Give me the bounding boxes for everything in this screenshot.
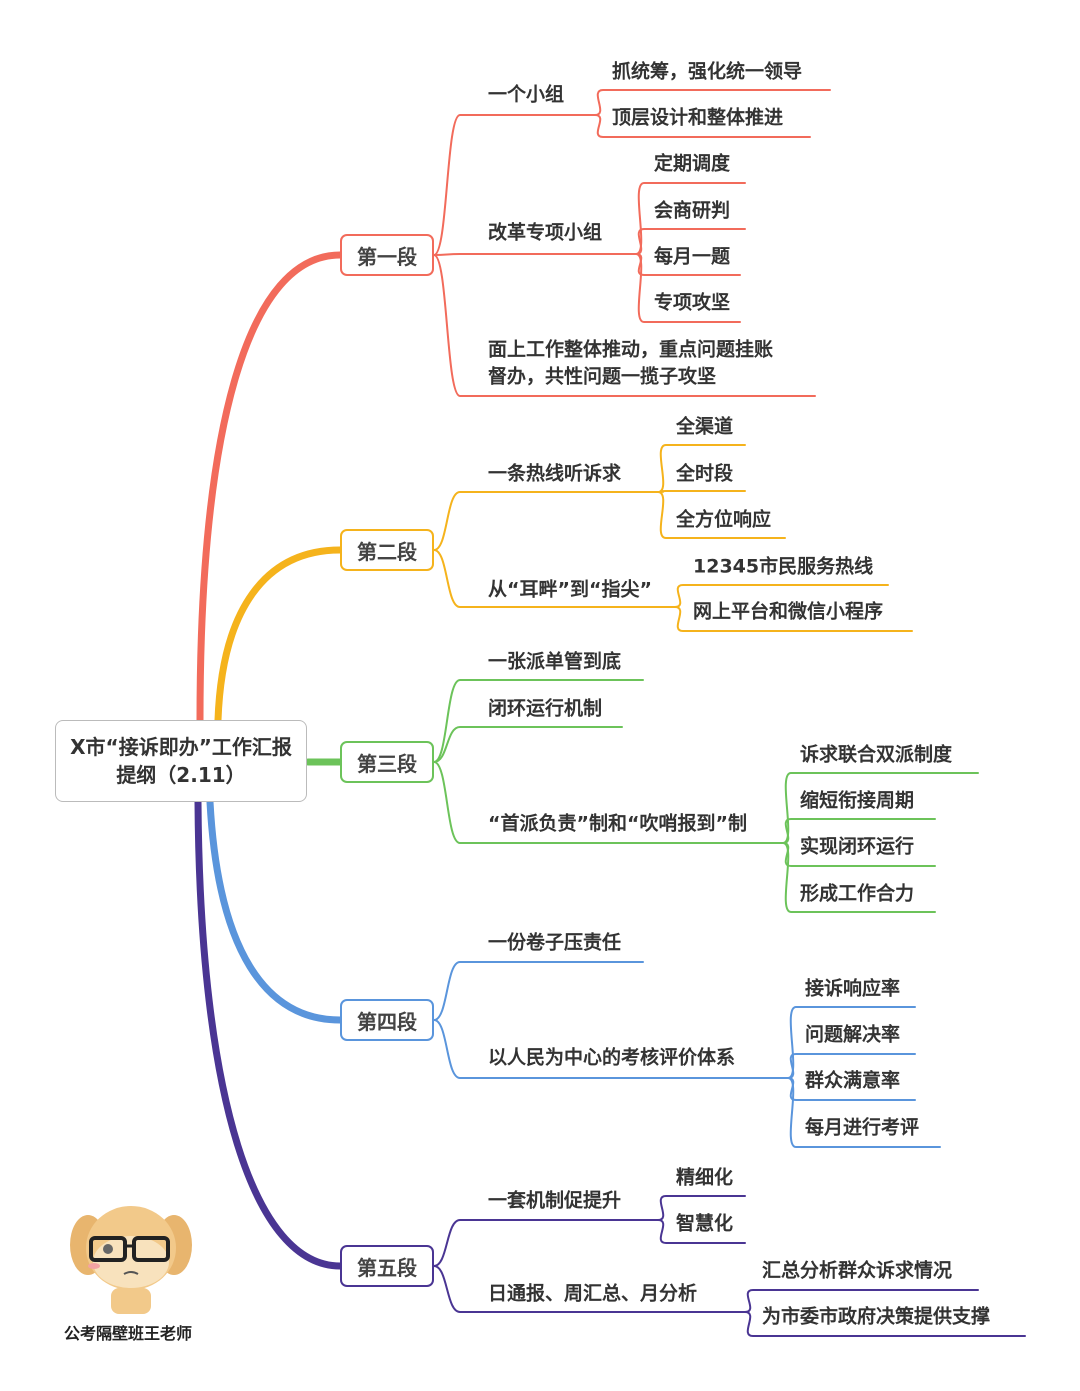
topic-node[interactable]: 一套机制促提升 <box>488 1189 622 1212</box>
subtopic-node[interactable]: 缩短衔接周期 <box>800 789 915 812</box>
topic-connector <box>433 1219 659 1267</box>
subtopic-node[interactable]: 定期调度 <box>654 152 731 175</box>
subtopic-node[interactable]: 诉求联合双派制度 <box>800 743 953 766</box>
topic-connector <box>433 491 659 551</box>
main-branch-4 <box>206 798 344 1024</box>
subtopic-node[interactable]: 全时段 <box>676 462 734 485</box>
subtopic-connector <box>674 584 889 608</box>
section-node-5[interactable]: 第五段 <box>340 1245 434 1287</box>
topic-connector <box>433 254 816 397</box>
watermark-caption: 公考隔壁班王老师 <box>64 1324 193 1343</box>
subtopic-connector <box>787 1006 916 1079</box>
subtopic-node[interactable]: 每月一题 <box>654 245 731 268</box>
subtopic-connector <box>782 772 979 844</box>
subtopic-connector <box>635 253 741 323</box>
topic-node[interactable]: 面上工作整体推动，重点问题挂账 <box>488 338 774 361</box>
section-label: 第四段 <box>357 1009 417 1034</box>
topic-node[interactable]: 改革专项小组 <box>488 221 603 244</box>
subtopic-node[interactable]: 顶层设计和整体推进 <box>612 106 784 129</box>
subtopic-connector <box>782 818 936 844</box>
topic-connector <box>433 961 644 1021</box>
main-branch-5 <box>194 798 344 1270</box>
topic-connector <box>433 1265 746 1313</box>
topic-connector <box>433 761 784 844</box>
subtopic-node[interactable]: 每月进行考评 <box>805 1116 920 1139</box>
subtopic-node[interactable]: 汇总分析群众诉求情况 <box>762 1259 953 1282</box>
subtopic-node[interactable]: 形成工作合力 <box>800 882 915 905</box>
topic-node[interactable]: 一个小组 <box>488 83 565 106</box>
subtopic-node[interactable]: 专项攻坚 <box>654 291 731 314</box>
subtopic-node[interactable]: 全渠道 <box>676 415 734 438</box>
topic-connector <box>433 1019 789 1079</box>
subtopic-connector <box>657 1195 746 1221</box>
section-label: 第五段 <box>357 1255 417 1280</box>
subtopic-connector <box>635 228 746 255</box>
subtopic-node[interactable]: 12345市民服务热线 <box>693 555 874 578</box>
subtopic-node[interactable]: 实现闭环运行 <box>800 835 915 858</box>
section-node-1[interactable]: 第一段 <box>340 234 434 276</box>
subtopic-connector <box>594 89 831 116</box>
section-node-2[interactable]: 第二段 <box>340 529 434 571</box>
subtopic-connector <box>635 182 746 255</box>
topic-node[interactable]: 一条热线听诉求 <box>488 462 622 485</box>
subtopic-connector <box>787 1053 916 1079</box>
subtopic-node[interactable]: 全方位响应 <box>676 508 772 531</box>
topic-node[interactable]: 闭环运行机制 <box>488 697 603 720</box>
subtopic-connector <box>657 1219 746 1244</box>
topic-node-line2[interactable]: 督办，共性问题一揽子攻坚 <box>488 365 717 388</box>
subtopic-connector <box>674 606 913 632</box>
topic-node[interactable]: 一张派单管到底 <box>488 650 622 673</box>
topic-connector <box>433 114 596 256</box>
subtopic-connector <box>744 1311 1026 1337</box>
topic-node[interactable]: 一份卷子压责任 <box>488 931 622 954</box>
section-label: 第二段 <box>357 539 417 564</box>
main-branch-1 <box>196 251 344 724</box>
topic-node[interactable]: 以人民为中心的考核评价体系 <box>488 1046 736 1069</box>
subtopic-node[interactable]: 为市委市政府决策提供支撑 <box>762 1305 991 1328</box>
subtopic-node[interactable]: 群众满意率 <box>805 1069 901 1092</box>
subtopic-connector <box>782 842 936 913</box>
topic-node[interactable]: “首派负责”制和“吹哨报到”制 <box>488 812 747 835</box>
subtopic-connector <box>594 114 811 138</box>
main-branch-2 <box>214 546 344 724</box>
subtopic-node[interactable]: 问题解决率 <box>805 1023 901 1046</box>
subtopic-node[interactable]: 会商研判 <box>654 199 731 222</box>
root-node[interactable]: X市“接诉即办”工作汇报提纲（2.11） <box>55 720 307 802</box>
subtopic-connector <box>657 491 786 539</box>
subtopic-node[interactable]: 精细化 <box>676 1166 734 1189</box>
section-label: 第一段 <box>357 244 417 269</box>
section-label: 第三段 <box>357 751 417 776</box>
topic-node[interactable]: 日通报、周汇总、月分析 <box>488 1282 698 1305</box>
section-node-4[interactable]: 第四段 <box>340 999 434 1041</box>
section-node-3[interactable]: 第三段 <box>340 741 434 783</box>
subtopic-connector <box>787 1077 941 1148</box>
subtopic-node[interactable]: 智慧化 <box>676 1212 734 1235</box>
subtopic-node[interactable]: 网上平台和微信小程序 <box>693 600 884 623</box>
topic-connector <box>433 253 637 256</box>
topic-node[interactable]: 从“耳畔”到“指尖” <box>488 578 652 601</box>
mascot-dog-image <box>70 1206 192 1314</box>
topic-connector <box>433 549 676 608</box>
subtopic-node[interactable]: 接诉响应率 <box>805 977 901 1000</box>
subtopic-connector <box>657 490 746 493</box>
topic-connector <box>433 726 623 763</box>
root-title: X市“接诉即办”工作汇报提纲（2.11） <box>70 735 292 787</box>
topic-connector <box>433 679 644 763</box>
subtopic-connector <box>744 1289 979 1313</box>
subtopic-node[interactable]: 抓统筹，强化统一领导 <box>612 60 803 83</box>
